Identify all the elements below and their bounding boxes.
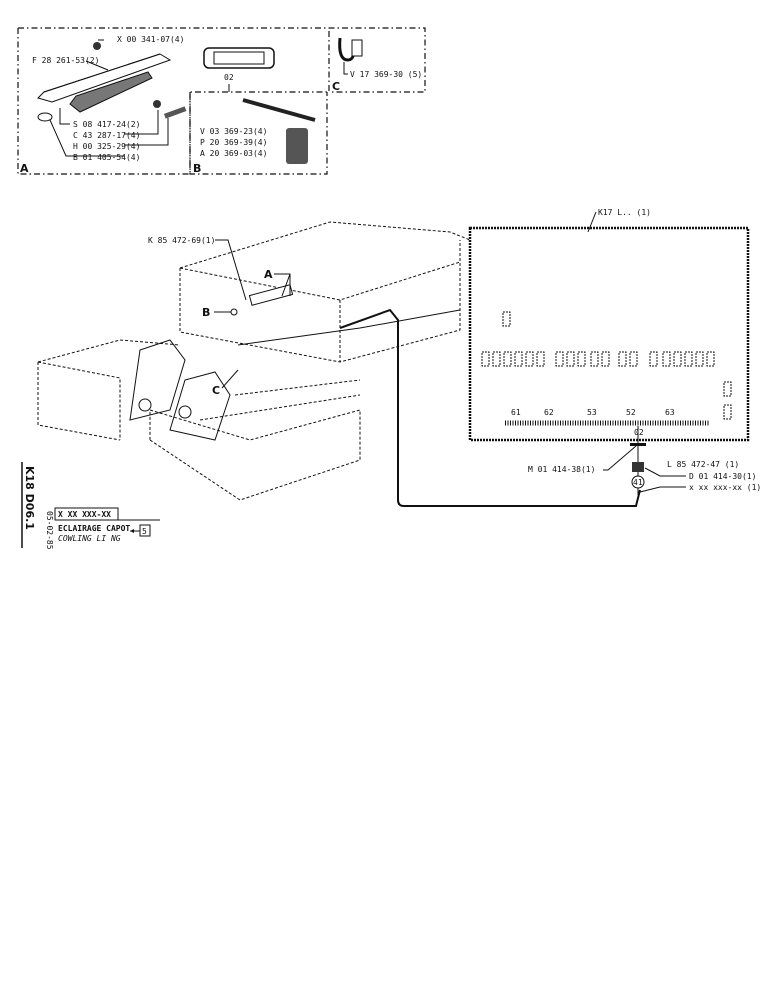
fuse-slot [684,351,693,367]
lamp-assembly-drawing [37,42,187,122]
title-block: K18 D06.1 05-02-85 X XX XXX-XX ECLAIRAGE… [21,462,160,550]
fuse-slot [695,351,704,367]
fuse-slot [566,351,575,367]
date: 05-02-85 [45,511,54,550]
fuse-slot [536,351,545,367]
callout-b: B [202,306,210,319]
machine-outline [37,221,471,501]
callout-c: C [212,384,220,397]
fuse-slot [555,351,564,367]
inset-letter: A [20,162,29,175]
part-label: L 85 472-47 (1) [667,460,739,469]
part-label: X 00 341-07(4) [117,35,184,44]
bracket-label: K 85 472-69(1) [148,236,215,245]
relay-slot [723,381,732,397]
fuse-slot [649,351,658,367]
part-label: V 17 369-30 (5) [350,70,422,79]
inset-c: V 17 369-30 (5) C [332,37,422,93]
circle-ref: 41 [633,478,643,487]
part-label: V 03 369-23(4) [200,127,267,136]
fuse-slot [514,351,523,367]
part-label: A 20 369-03(4) [200,149,267,158]
fuse-slot [577,351,586,367]
fuse-slot [503,351,512,367]
cable [339,308,641,507]
fuse-slot [662,351,671,367]
part-label: H 00 325-29(4) [73,142,140,151]
panel-label: K17 L.. (1) [598,208,651,217]
part-label: x xx xxx-xx (1) [689,483,761,492]
sheet-number: K18 D06.1 [23,466,36,530]
plug-assembly: 41 M 01 414-38(1) L 85 472-47 (1) D 01 4… [528,426,761,495]
connector-number: 53 [587,408,597,417]
part-label: F 28 261-53(2) [32,56,99,65]
title-en: COWLING LI NG [58,534,121,543]
part-label: P 20 369-39(4) [200,138,267,147]
part-label: C 43 287-17(4) [73,131,140,140]
relay-slot [502,311,511,327]
connector-number: 61 [511,408,521,417]
connector-ref: 02 [634,428,644,437]
fuse-slot [706,351,715,367]
connector-number: 62 [544,408,554,417]
ref-box: 5 [142,527,147,536]
relay-slot [723,404,732,420]
fuse-slot [618,351,627,367]
main-callouts: K 85 472-69(1) A B C [148,236,291,397]
part-label: S 08 417-24(2) [73,120,140,129]
fuse-panel: K17 L.. (1) 61 62 53 52 63 02 [468,208,750,442]
fuse-slot [481,351,490,367]
inset-letter: B [193,162,201,175]
fuse-slot [525,351,534,367]
part-label: M 01 414-38(1) [528,465,595,474]
inset-frames [17,27,426,175]
part-label: B 01 405-54(4) [73,153,140,162]
connector-number: 52 [626,408,636,417]
code: X XX XXX-XX [58,510,111,519]
fuse-slot [629,351,638,367]
ref-label: 02 [224,73,234,82]
connector-number: 63 [665,408,675,417]
callout-a: A [264,268,273,281]
inset-b: 02 V 03 369-23(4) P 20 369-39(4) A 20 36… [193,47,316,175]
fuse-slot [601,351,610,367]
part-label: D 01 414-30(1) [689,472,756,481]
inset-letter: C [332,80,340,93]
fuse-slot [590,351,599,367]
inset-a-labels: X 00 341-07(4) F 28 261-53(2) S 08 417-2… [20,35,184,175]
title-fr: ECLAIRAGE CAPOT [58,524,130,533]
fuse-slot [492,351,501,367]
fuse-slot [673,351,682,367]
